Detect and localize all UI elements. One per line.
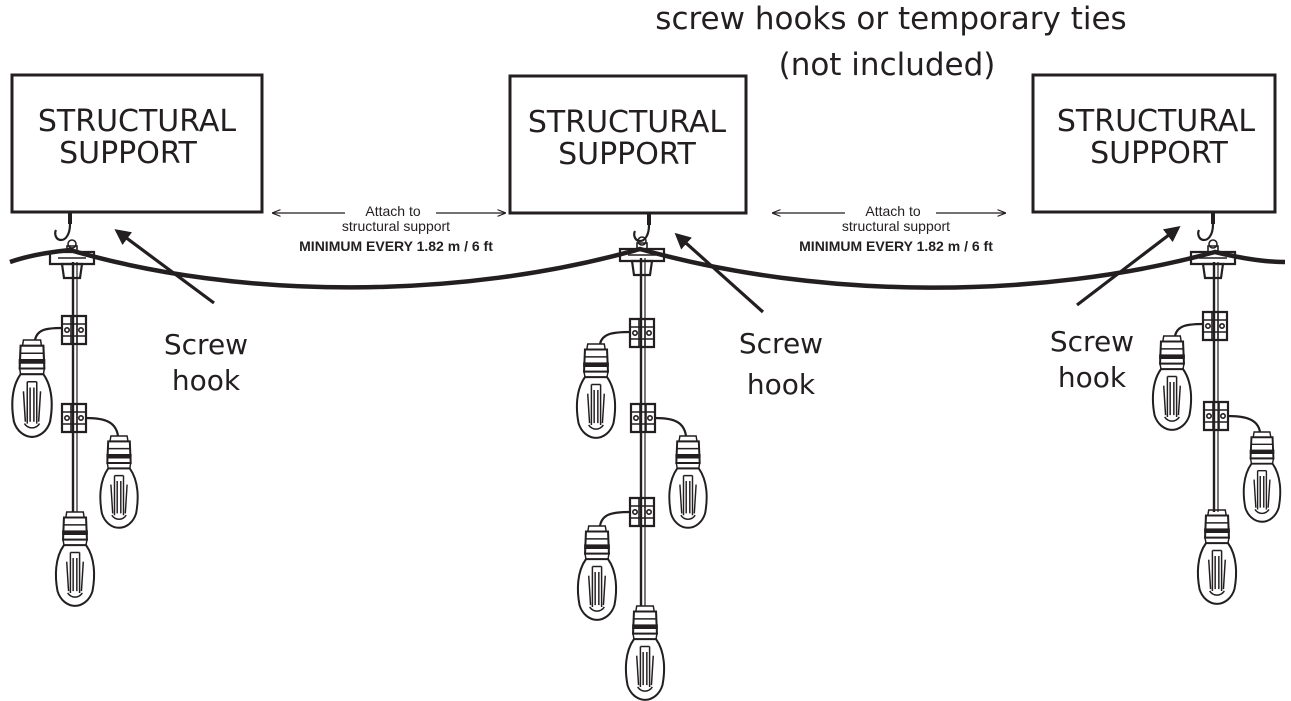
light-bulb-icon — [576, 524, 618, 621]
spacing-annotation-left: Attach to structural support MINIMUM EVE… — [273, 203, 505, 254]
light-drop-center — [575, 235, 708, 701]
light-bulb-icon — [1196, 508, 1238, 605]
light-bulb-icon — [54, 510, 96, 607]
header-line-1: screw hooks or temporary ties — [655, 1, 1126, 37]
spacing-line-3: MINIMUM EVERY 1.82 m / 6 ft — [299, 238, 493, 254]
spacing-line-2: structural support — [342, 218, 450, 234]
header-caption: screw hooks or temporary ties (not inclu… — [655, 1, 1126, 83]
screw-hook-callout-left: Screw hook — [114, 229, 248, 397]
support-label-line-2: SUPPORT — [1090, 136, 1228, 171]
support-label-line-1: STRUCTURAL — [38, 104, 237, 139]
socket-tee-icon — [1202, 400, 1230, 432]
support-label-line-2: SUPPORT — [59, 136, 197, 171]
header-line-2: (not included) — [779, 47, 996, 83]
screw-hook-icon — [1196, 210, 1215, 242]
light-bulb-icon — [99, 435, 139, 529]
callout-line-2: hook — [1058, 361, 1127, 394]
light-bulb-icon — [668, 435, 708, 529]
callout-line-1: Screw — [739, 327, 823, 360]
callout-line-1: Screw — [1050, 325, 1134, 358]
structural-support-left: STRUCTURAL SUPPORT — [10, 73, 264, 214]
light-drop-left — [11, 238, 139, 607]
light-bulb-icon — [11, 338, 53, 438]
spacing-line-3: MINIMUM EVERY 1.82 m / 6 ft — [799, 238, 993, 254]
light-drop-right — [1151, 238, 1282, 605]
callout-line-2: hook — [172, 364, 241, 397]
screw-hook-callout-center: Screw hook — [674, 232, 823, 401]
support-label-line-2: SUPPORT — [558, 137, 696, 172]
support-label-line-1: STRUCTURAL — [1057, 104, 1256, 139]
support-label-line-1: STRUCTURAL — [528, 105, 727, 140]
spacing-line-2: structural support — [842, 218, 950, 234]
structural-support-center: STRUCTURAL SUPPORT — [508, 74, 748, 215]
light-bulb-icon — [1242, 431, 1282, 523]
callout-line-1: Screw — [164, 328, 248, 361]
light-bulb-icon — [1151, 334, 1193, 431]
socket-tee-icon — [629, 402, 657, 434]
screw-hook-callout-right: Screw hook — [1050, 226, 1181, 394]
screw-hook-icon — [53, 210, 72, 242]
spacing-line-1: Attach to — [865, 203, 920, 219]
structural-support-right: STRUCTURAL SUPPORT — [1031, 73, 1277, 214]
light-bulb-icon — [575, 342, 617, 439]
spacing-annotation-right: Attach to structural support MINIMUM EVE… — [773, 203, 1005, 254]
light-bulb-icon — [624, 604, 666, 701]
callout-line-2: hook — [747, 368, 816, 401]
spacing-line-1: Attach to — [365, 203, 420, 219]
